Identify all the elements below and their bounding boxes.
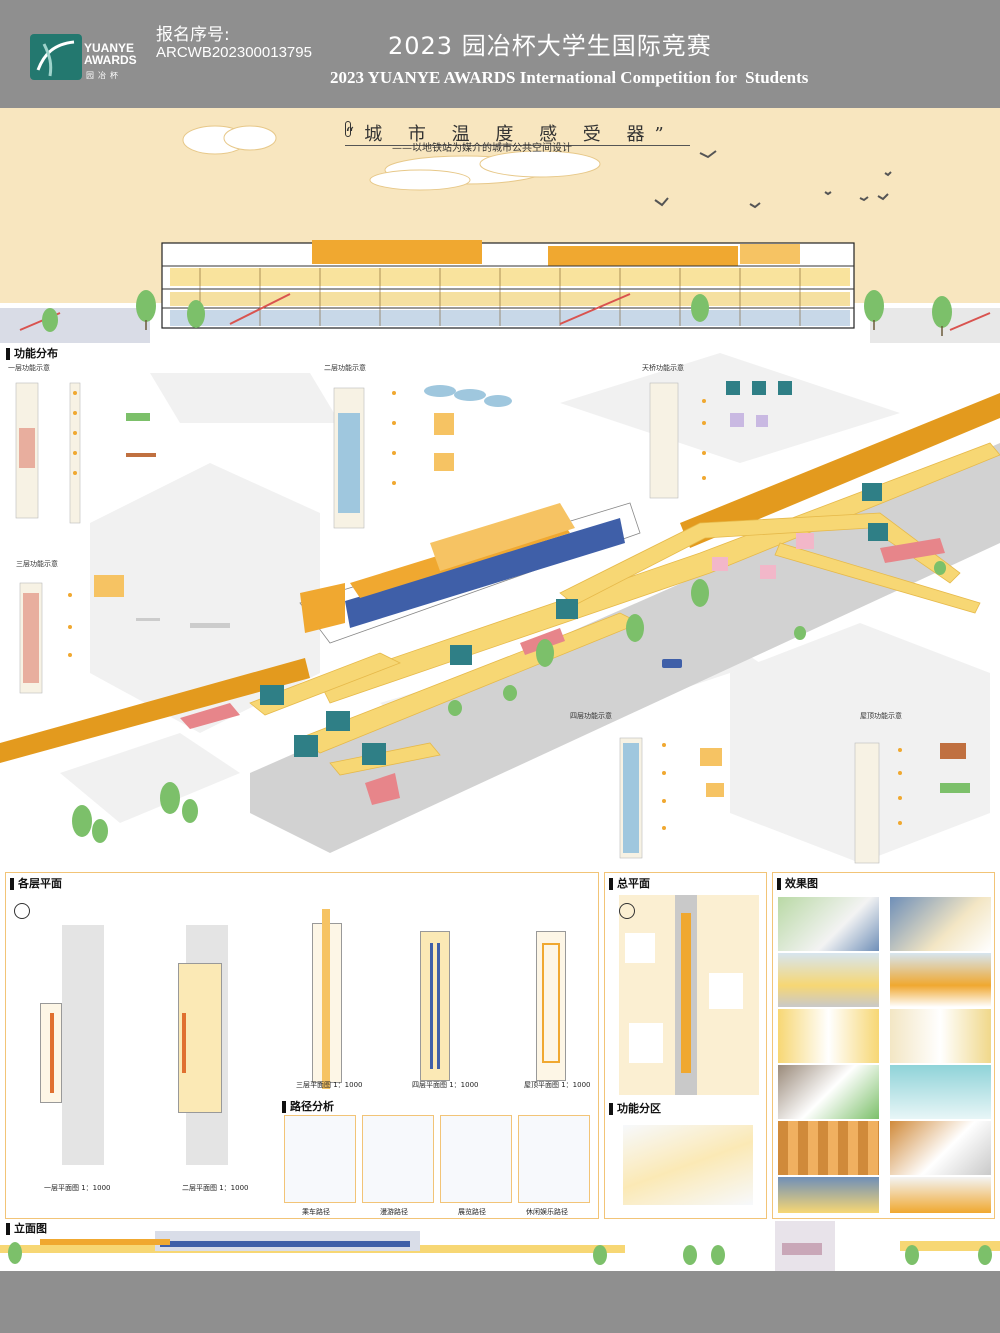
project-subtitle: ——以地铁站为媒介的城市公共空间设计: [392, 143, 572, 154]
diagram-title-floor3: 三层功能示意: [16, 560, 58, 568]
master-plan-station: [681, 913, 691, 1073]
path-caption-exhibit: 展览路径: [458, 1208, 486, 1216]
rendering-image: [890, 1121, 991, 1175]
diagram-title-roof: 屋顶功能示意: [860, 712, 902, 720]
plan1-road: [62, 925, 104, 1165]
competition-title-cn: 2023 园冶杯大学生国际竞赛: [388, 32, 712, 60]
function-distribution-section: 功能分布 一层功能示意 二层功能示意 天桥功能示意 三层功能示意 四层功能示意 …: [0, 343, 1000, 870]
rendering-image: [778, 1065, 879, 1119]
diagram-title-floor2: 二层功能示意: [324, 364, 366, 372]
path-caption-roam: 漫游路径: [380, 1208, 408, 1216]
header-bar: YUANYE AWARDS 园冶杯 报名序号: ARCWB20230001379…: [0, 0, 1000, 108]
elevation-section: 立面图: [0, 1219, 1000, 1271]
rendering-image: [778, 953, 879, 1007]
rendering-image: [890, 1177, 991, 1213]
path-caption-ride: 乘车路径: [302, 1208, 330, 1216]
path-diagram-leisure: [518, 1115, 590, 1203]
master-plan-panel: 总平面 功能分区: [604, 872, 767, 1219]
plan2-platform: [182, 1013, 186, 1073]
diagram-title-floor4: 四层功能示意: [570, 712, 612, 720]
plan2-caption: 二层平面图 1：1000: [182, 1184, 249, 1192]
plan4-path: [430, 943, 440, 1069]
logo-text-cn: 园冶杯: [86, 71, 122, 80]
diagram-title-floor1: 一层功能示意: [8, 364, 50, 372]
elevation-drawing: [0, 1221, 1000, 1271]
rendering-image: [778, 1121, 879, 1175]
section-label-elevation: 立面图: [6, 1223, 47, 1235]
north-arrow-icon: [619, 903, 635, 919]
rendering-image: [890, 897, 991, 951]
plan5-roof-path: [542, 943, 560, 1063]
thermometer-icon: [345, 121, 351, 137]
path-diagram-roam: [362, 1115, 434, 1203]
diagram-title-bridge: 天桥功能示意: [642, 364, 684, 372]
master-plan-block: [625, 933, 655, 963]
rendering-image: [890, 1065, 991, 1119]
rendering-image: [778, 897, 879, 951]
section-label-floor-plans: 各层平面: [10, 878, 62, 890]
north-arrow-icon: [14, 903, 30, 919]
path-caption-leisure: 休闲娱乐路径: [526, 1208, 568, 1216]
hero-section-banner: “城 市 温 度 感 受 器” ——以地铁站为媒介的城市公共空间设计: [0, 108, 1000, 343]
logo-text: YUANYE AWARDS: [84, 42, 154, 66]
path-diagram-exhibit: [440, 1115, 512, 1203]
plan4-caption: 四层平面图 1：1000: [412, 1081, 479, 1089]
section-label-path-analysis: 路径分析: [282, 1101, 334, 1113]
section-label-function-zoning: 功能分区: [609, 1103, 661, 1115]
logo-line-1: YUANYE: [84, 41, 135, 55]
section-label-function: 功能分布: [6, 348, 58, 360]
footer-bar: [0, 1271, 1000, 1333]
registration-number: ARCWB202300013795: [156, 44, 312, 61]
renderings-panel: 效果图: [772, 872, 995, 1219]
competition-title-en: 2023 YUANYE AWARDS International Competi…: [330, 68, 809, 87]
rendering-image: [890, 953, 991, 1007]
plan1-caption: 一层平面图 1：1000: [44, 1184, 111, 1192]
function-zoning-diagram: [623, 1125, 753, 1205]
plan5-caption: 屋顶平面图 1：1000: [524, 1081, 591, 1089]
plan2-drawing: [178, 963, 222, 1113]
project-title: “城 市 温 度 感 受 器”: [345, 124, 674, 145]
section-drawing: [0, 125, 1000, 343]
plan3-corridor: [322, 909, 330, 1089]
plan5-drawing: [536, 931, 566, 1081]
plan3-caption: 三层平面图 1：1000: [296, 1081, 363, 1089]
section-label-master-plan: 总平面: [609, 878, 650, 890]
floor-plans-panel: 各层平面 一层平面图 1：1000 二层平面图 1：1000 三层平面图 1：1…: [5, 872, 599, 1219]
section-label-renderings: 效果图: [777, 878, 818, 890]
logo-line-2: AWARDS: [84, 53, 137, 67]
plan4-drawing: [420, 931, 450, 1081]
rendering-image: [778, 1177, 879, 1213]
rendering-image: [890, 1009, 991, 1063]
master-plan-block: [629, 1023, 663, 1063]
yuanye-logo-icon: [30, 34, 82, 80]
axonometric-drawing: [0, 353, 1000, 864]
master-plan-block: [709, 973, 743, 1009]
rendering-image: [778, 1009, 879, 1063]
plan1-platform: [50, 1013, 54, 1093]
registration-label: 报名序号:: [156, 25, 230, 45]
title-underline: [345, 145, 690, 146]
path-diagram-ride: [284, 1115, 356, 1203]
